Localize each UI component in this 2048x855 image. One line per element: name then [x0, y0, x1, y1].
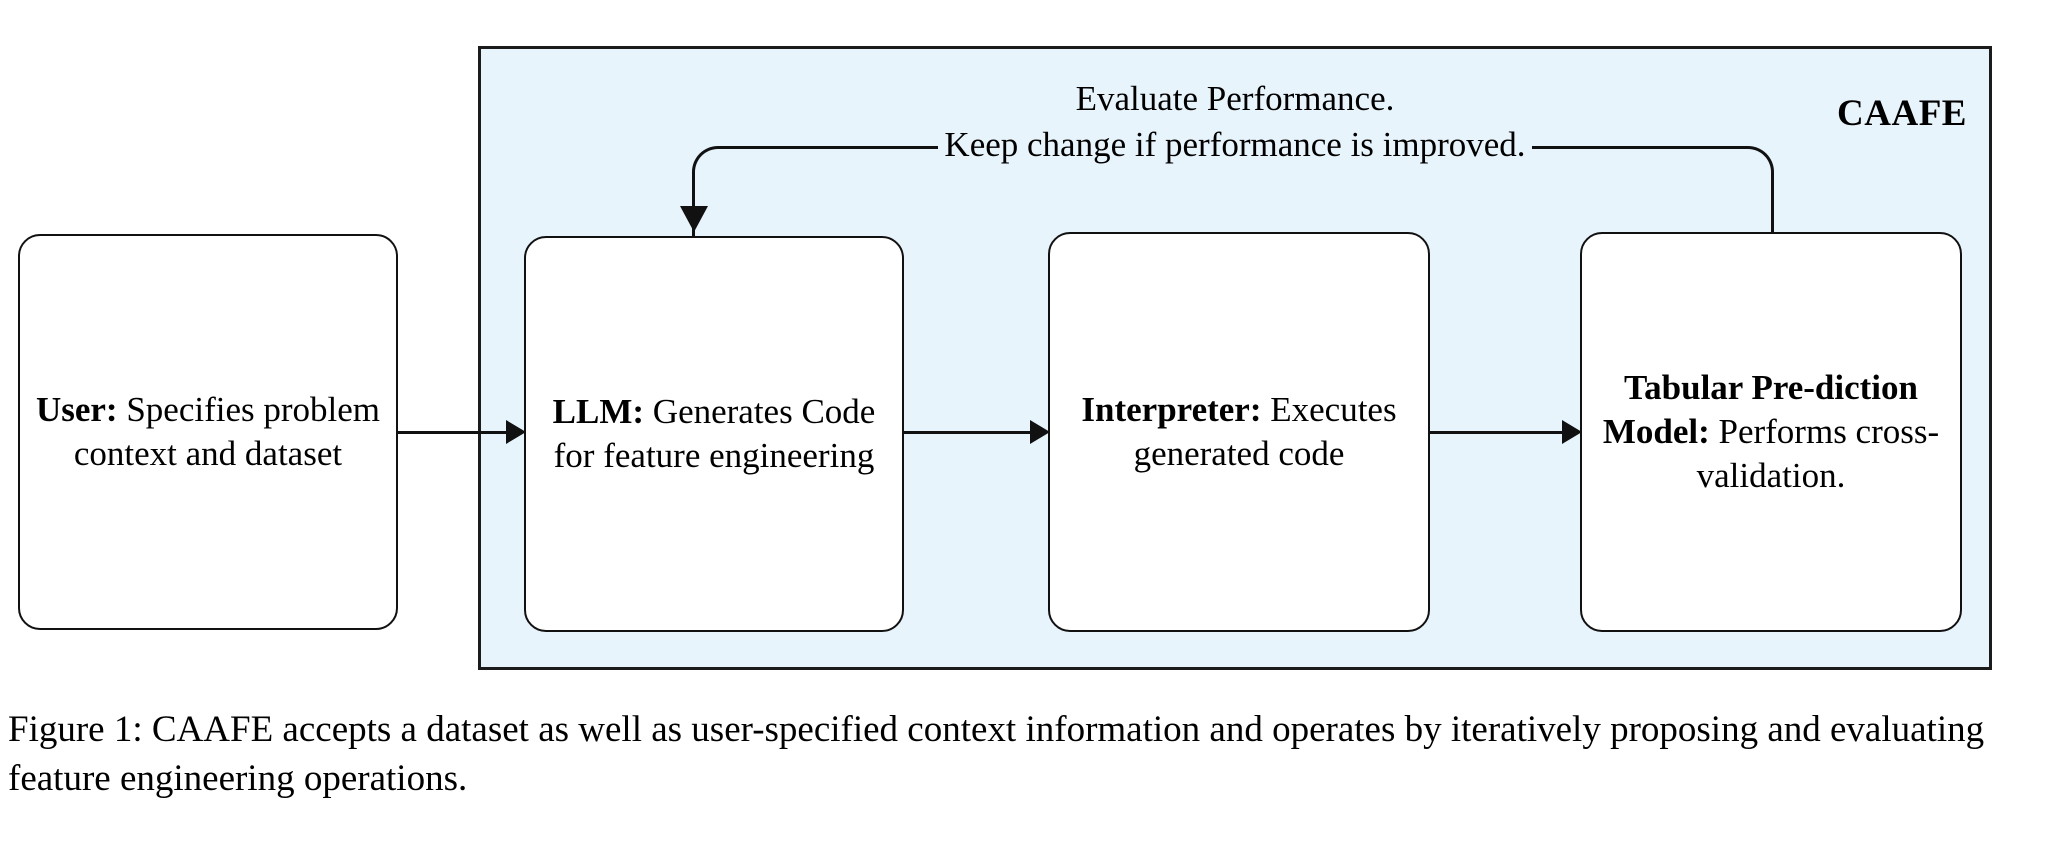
caafe-panel-label: CAAFE	[1837, 93, 1967, 134]
node-llm[interactable]: LLM: Generates Code for feature engineer…	[524, 236, 904, 632]
node-tabular-text: Tabular Pre-diction Model: Performs cros…	[1582, 366, 1960, 497]
node-llm-body: Generates Code for feature engineering	[553, 392, 876, 475]
node-user[interactable]: User: Specifies problem context and data…	[18, 234, 398, 630]
node-tabular-role: Tabular Pre-diction Model:	[1602, 368, 1918, 452]
arrow-llm-to-interpreter	[904, 431, 1032, 434]
figure-caption: Figure 1: CAAFE accepts a dataset as wel…	[8, 709, 1985, 799]
arrow-user-to-llm-head-icon	[506, 420, 526, 444]
node-llm-role: LLM:	[552, 392, 645, 432]
node-tabular-prediction-model[interactable]: Tabular Pre-diction Model: Performs cros…	[1580, 232, 1962, 632]
node-user-role: User:	[35, 390, 118, 430]
node-interpreter[interactable]: Interpreter: Executes generated code	[1048, 232, 1430, 632]
arrow-user-to-llm	[398, 431, 508, 434]
arrow-llm-to-interpreter-head-icon	[1030, 420, 1050, 444]
arrow-interpreter-to-tabular	[1430, 431, 1564, 434]
node-tabular-body: Performs cross-validation.	[1696, 412, 1940, 495]
node-interpreter-role: Interpreter:	[1081, 390, 1262, 430]
node-user-text: User: Specifies problem context and data…	[20, 388, 396, 476]
node-user-body: Specifies problem context and dataset	[73, 390, 381, 473]
node-interpreter-body: Executes generated code	[1133, 390, 1397, 473]
node-interpreter-text: Interpreter: Executes generated code	[1050, 388, 1428, 476]
feedback-loop-arrowhead-icon	[680, 206, 708, 232]
feedback-loop-arrow	[692, 146, 1774, 238]
arrow-interpreter-to-tabular-head-icon	[1562, 420, 1582, 444]
node-llm-text: LLM: Generates Code for feature engineer…	[526, 390, 902, 478]
